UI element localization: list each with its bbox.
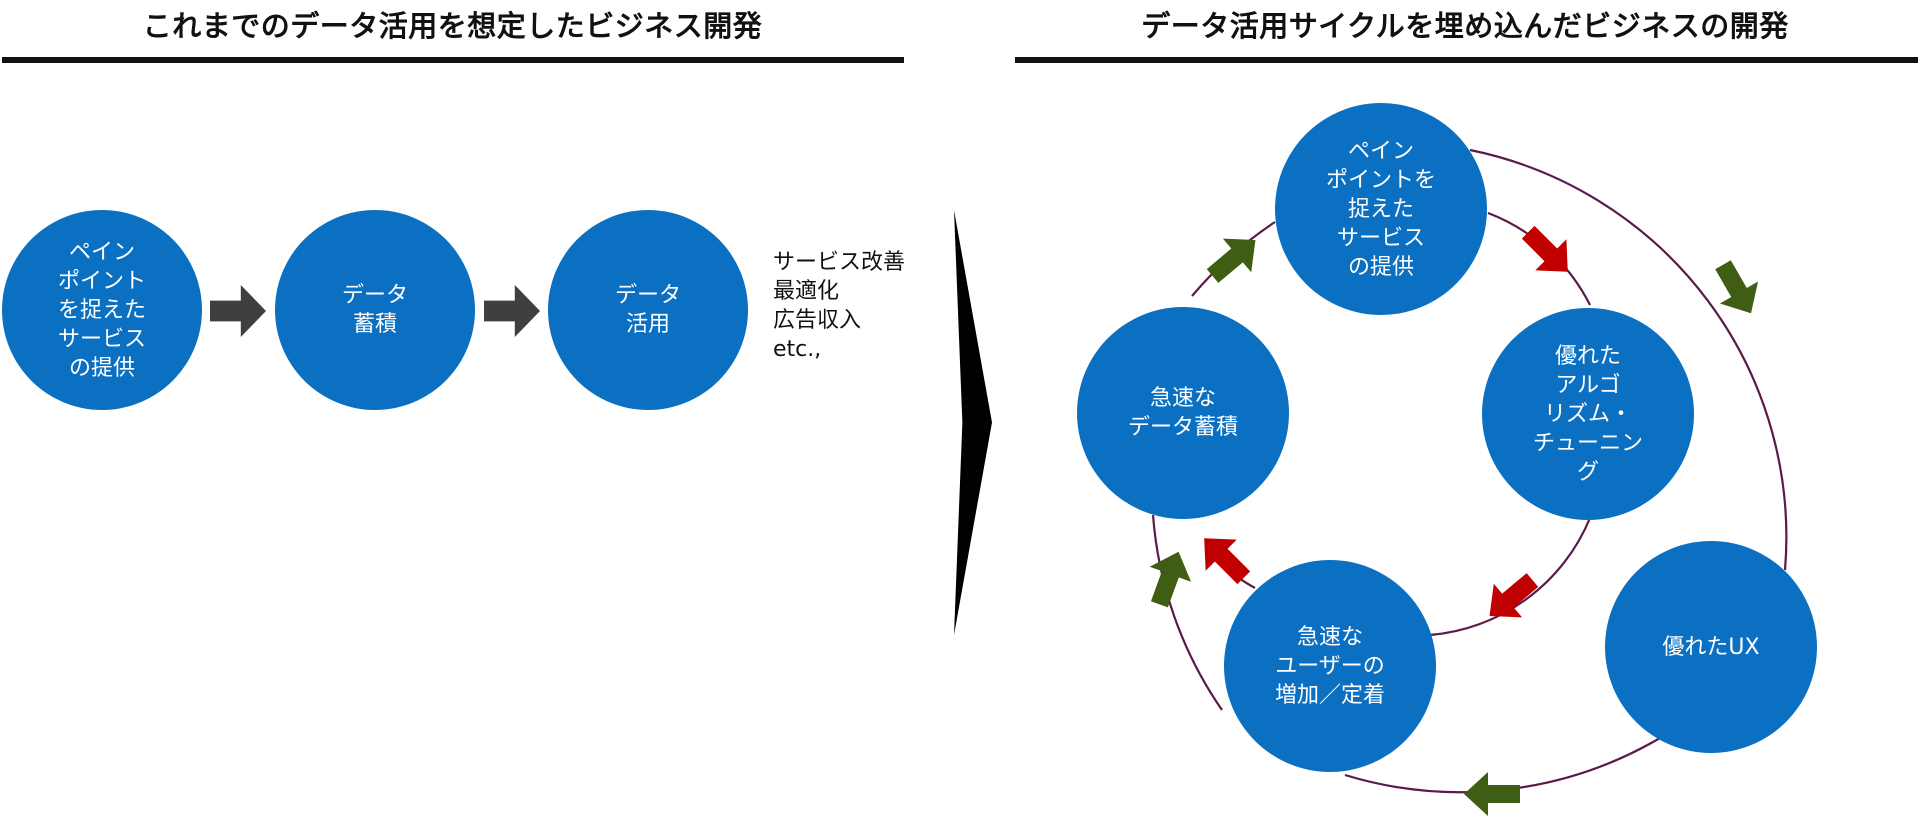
step-circle-data-utilization: データ 活用 — [548, 210, 748, 410]
red-arrow-icon — [1489, 573, 1539, 618]
right-panel-title: データ活用サイクルを埋め込んだビジネスの開発 — [1141, 9, 1789, 43]
left-panel-title: これまでのデータ活用を想定したビジネス開発 — [142, 9, 763, 43]
step-circle-service: ペイン ポイント を捉えた サービス の提供 — [2, 210, 202, 410]
inner-cycle-line — [1429, 517, 1592, 637]
green-arrow-icon — [1715, 260, 1759, 314]
right-title-underline — [1015, 57, 1918, 63]
step-label-service: ペイン ポイント を捉えた サービス の提供 — [57, 239, 146, 381]
cycle-node-service: ペイン ポイントを 捉えた サービス の提供 — [1275, 103, 1487, 315]
green-arrow-icon — [1464, 772, 1520, 816]
cycle-node-data: 急速な データ蓄積 — [1077, 307, 1289, 519]
outer-cycle-line — [1469, 148, 1788, 571]
cycle-node-service-label: ペイン ポイントを 捉えた サービス の提供 — [1325, 138, 1436, 280]
cycle-node-users: 急速な ユーザーの 増加／定着 — [1224, 560, 1436, 772]
left-title-underline — [2, 57, 904, 63]
green-arrow-icon — [1206, 238, 1256, 283]
step-label-data-accumulation: データ 蓄積 — [341, 283, 408, 337]
cycle-node-ux-label: 優れたUX — [1662, 634, 1760, 660]
cycle-node-algorithm-label: 優れた アルゴ リズム・ チューニン グ — [1532, 343, 1643, 485]
cycle-node-ux: 優れたUX — [1605, 541, 1817, 753]
outcomes-text: サービス改善 最適化 広告収入 etc., — [773, 250, 906, 362]
red-arrow-icon — [1204, 538, 1251, 585]
cycle-node-users-label: 急速な ユーザーの 増加／定着 — [1274, 624, 1385, 708]
cycle-node-data-label: 急速な データ蓄積 — [1127, 386, 1238, 440]
cycle-node-algorithm: 優れた アルゴ リズム・ チューニン グ — [1482, 308, 1694, 520]
green-arrow-icon — [1149, 551, 1192, 608]
step-label-data-utilization: データ 活用 — [614, 283, 681, 337]
outer-cycle-line — [1151, 514, 1223, 711]
inner-cycle-line — [1487, 211, 1591, 306]
step-circle-data-accumulation: データ 蓄積 — [275, 210, 475, 410]
red-arrow-icon — [1521, 225, 1568, 272]
